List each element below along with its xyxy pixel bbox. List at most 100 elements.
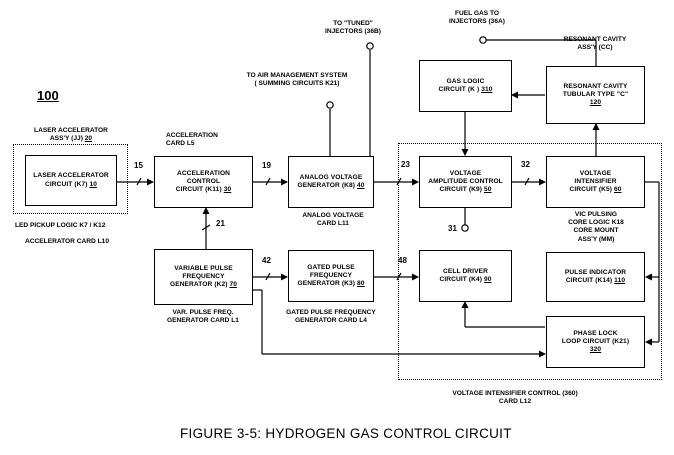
block-text: VOLTAGE <box>449 169 482 177</box>
block-ref: 310 <box>481 86 493 93</box>
signal-21: 21 <box>216 219 225 228</box>
block-text: GENERATOR (K2) <box>169 281 228 289</box>
terminal-air-management <box>326 101 334 109</box>
analog-voltage-card-label: ANALOG VOLTAGE CARD L11 <box>300 212 366 228</box>
label-line: ( SUMMING CIRCUITS K21) <box>254 80 340 88</box>
block-ref: 50 <box>483 186 492 194</box>
block-ref: 320 <box>589 346 602 354</box>
signal-15: 15 <box>134 161 143 170</box>
signal-32: 32 <box>521 160 530 169</box>
label-ref: 20 <box>84 135 93 143</box>
block-ref: 80 <box>356 280 365 288</box>
label-line: VIC PULSING <box>574 211 618 218</box>
voltage-amplitude-control-block: VOLTAGE AMPLITUDE CONTROL CIRCUIT (K9) 5… <box>419 156 512 208</box>
led-pickup-label: LED PICKUP LOGIC K7 / K12 <box>15 222 106 229</box>
label-line: INJECTORS (36A) <box>449 18 505 26</box>
block-text: VARIABLE PULSE <box>174 264 233 272</box>
gated-pulse-generator-block: GATED PULSE FREQUENCY GENERATOR (K3) 80 <box>288 250 374 302</box>
figure-caption: FIGURE 3-5: HYDROGEN GAS CONTROL CIRCUIT <box>180 426 512 441</box>
label-line: INJECTORS (36B) <box>325 28 381 36</box>
voltage-intensifier-block: VOLTAGE INTENSIFIER CIRCUIT (K5) 60 <box>546 156 645 208</box>
air-management-label: TO AIR MANAGEMENT SYSTEM ( SUMMING CIRCU… <box>218 72 376 88</box>
fuel-gas-label: FUEL GAS TO INJECTORS (36A) <box>442 10 512 26</box>
accelerator-card-label: ACCELERATOR CARD L10 <box>25 238 110 245</box>
tick-48 <box>396 272 402 281</box>
block-text: FREQUENCY <box>309 271 353 279</box>
block-ref: 120 <box>589 99 602 107</box>
tick-21 <box>201 224 211 231</box>
label-line: RESONANT CAVITY <box>563 36 627 43</box>
gated-pulse-card-label: GATED PULSE FREQUENCY GENERATOR CARD L4 <box>272 309 390 325</box>
block-text: FREQUENCY <box>182 272 225 280</box>
terminal-tuned-injectors <box>366 42 374 50</box>
figure-number: 100 <box>37 88 59 103</box>
laser-accelerator-circuit-block: LASER ACCELERATOR CIRCUIT (K7) 10 <box>25 155 117 206</box>
block-ref: 10 <box>89 180 98 188</box>
block-text: CIRCUIT (K9) <box>439 186 483 194</box>
block-text: CELL DRIVER <box>443 267 488 275</box>
label-line: ANALOG VOLTAGE <box>302 212 364 219</box>
laser-assy-label: LASER ACCELERATOR ASS'Y (JJ) 20 <box>22 127 120 143</box>
block-ref: 90 <box>483 276 492 283</box>
block-text: RESONANT CAVITY <box>563 82 628 90</box>
block-text: CIRCUIT (K11) <box>175 186 222 194</box>
block-text: ACCELERATION <box>176 169 231 177</box>
laser-accelerator-frame <box>13 144 128 214</box>
variable-pulse-generator-block: VARIABLE PULSE FREQUENCY GENERATOR (K2) … <box>154 249 253 305</box>
label-line: GENERATOR CARD L4 <box>295 317 367 325</box>
terminal-fuel-gas <box>479 36 487 44</box>
block-text: CIRCUIT (K4) <box>439 276 483 283</box>
phase-lock-loop-block: PHASE LOCK LOOP CIRCUIT (K21) 320 <box>546 316 645 368</box>
block-text: GATED PULSE <box>307 263 355 271</box>
label-line: TO AIR MANAGEMENT SYSTEM <box>246 72 348 79</box>
pulse-indicator-block: PULSE INDICATOR CIRCUIT (K14) 110 <box>546 252 645 302</box>
label-line: CARD L12 <box>498 398 532 406</box>
tick-15 <box>136 177 142 186</box>
resonant-cavity-block: RESONANT CAVITY TUBULAR TYPE "C" 120 <box>546 66 645 124</box>
tick-23 <box>396 177 402 186</box>
signal-19: 19 <box>262 161 271 170</box>
label-line: CORE MOUNT <box>573 227 619 235</box>
block-text: CONTROL <box>186 177 221 185</box>
tick-32 <box>524 177 530 186</box>
resonant-cavity-assy-label: RESONANT CAVITY ASS'Y (CC) <box>560 36 630 52</box>
block-text: LOOP CIRCUIT (K21) <box>561 337 630 345</box>
tuned-injectors-label: TO "TUNED" INJECTORS (36B) <box>318 20 388 36</box>
label-line: VOLTAGE INTENSIFIER CONTROL (360) <box>452 390 578 397</box>
signal-48: 48 <box>398 256 407 265</box>
block-text: GAS LOGIC <box>446 77 485 85</box>
analog-voltage-generator-block: ANALOG VOLTAGE GENERATOR (K8) 40 <box>288 156 374 208</box>
block-ref: 40 <box>356 182 365 189</box>
block-text: PULSE INDICATOR <box>564 268 627 276</box>
block-text: LASER ACCELERATOR <box>33 172 109 180</box>
acceleration-card-label: ACCELERATION CARD L5 <box>166 132 218 148</box>
block-text: CIRCUIT (K5) <box>569 186 613 194</box>
block-ref: 60 <box>613 186 622 194</box>
block-ref: 30 <box>223 186 232 194</box>
gas-logic-circuit-block: GAS LOGIC CIRCUIT (K ) 310 <box>419 60 512 112</box>
signal-42: 42 <box>262 256 271 265</box>
label-line: CARD L5 <box>166 140 195 148</box>
block-ref: 110 <box>614 277 626 284</box>
label-line: CORE LOGIC K18 <box>568 219 624 227</box>
label-line: GATED PULSE FREQUENCY <box>286 309 376 316</box>
label-line: ASS'Y (MM) <box>577 235 615 243</box>
acceleration-control-block: ACCELERATION CONTROL CIRCUIT (K11) 30 <box>154 156 253 208</box>
tick-42 <box>265 272 271 281</box>
label-line: ACCELERATION <box>166 132 218 139</box>
block-ref: 70 <box>229 281 238 289</box>
block-text: ANALOG VOLTAGE <box>299 173 363 181</box>
cell-driver-block: CELL DRIVER CIRCUIT (K4) 90 <box>419 250 512 302</box>
label-line: ASS'Y (JJ) <box>49 135 83 143</box>
block-text: PHASE LOCK <box>573 329 618 337</box>
label-line: CARD L11 <box>317 220 349 228</box>
block-text: INTENSIFIER <box>574 177 617 185</box>
block-text: CIRCUIT (K7) <box>44 180 88 188</box>
signal-23: 23 <box>401 160 410 169</box>
block-text: GENERATOR (K3) <box>297 280 356 288</box>
block-text: VOLTAGE <box>579 169 612 177</box>
voltage-intensifier-control-frame <box>398 143 662 380</box>
vic-control-label: VOLTAGE INTENSIFIER CONTROL (360) CARD L… <box>420 390 610 406</box>
